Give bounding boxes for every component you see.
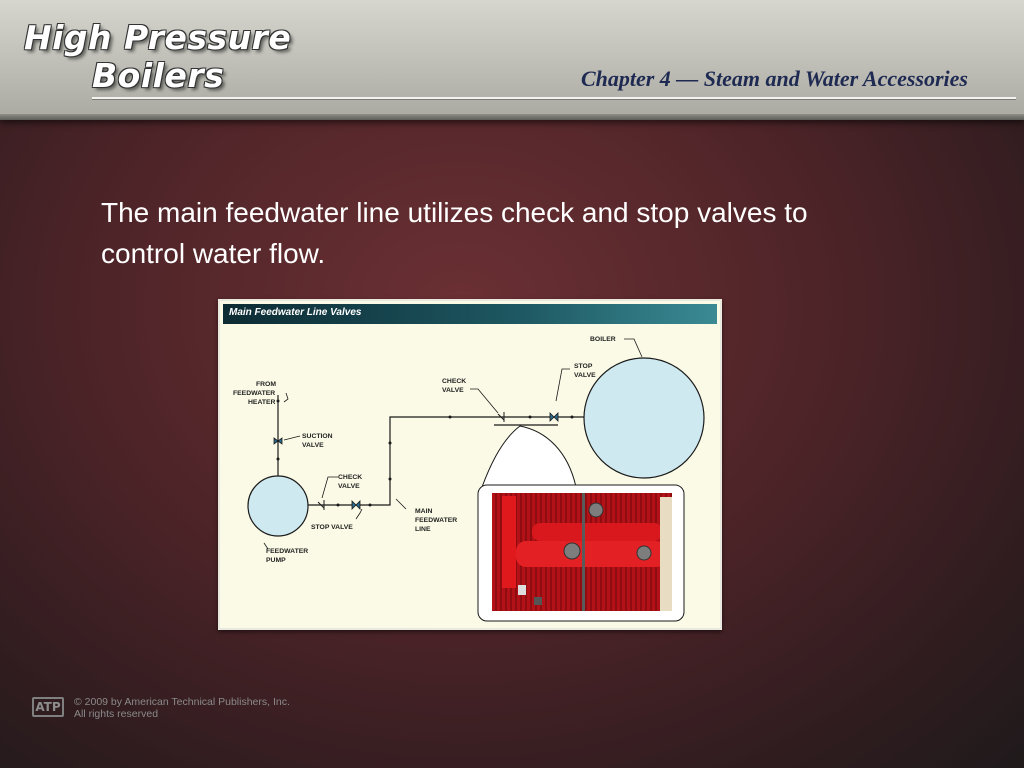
figure-title-bar: Main Feedwater Line Valves [223, 304, 717, 324]
label-check-valve-low-2: VALVE [338, 483, 360, 490]
main-feedwater-pipe [308, 416, 584, 506]
label-check-valve-top-1: CHECK [442, 378, 466, 385]
label-main-line-1: MAIN [415, 508, 432, 515]
label-stop-valve-top-1: STOP [574, 363, 593, 370]
feedwater-figure: BOILER STOP VALVE CHECK VALVE FROM FEEDW… [218, 299, 722, 630]
boiler-vessel [583, 357, 705, 479]
feedwater-pump [247, 475, 309, 537]
pipe-junctions [276, 399, 574, 507]
logo-line-2: Boilers [92, 56, 225, 95]
stop-valve-low-icon [351, 500, 361, 510]
stop-valve-top-icon [549, 412, 559, 422]
slide-body-text: The main feedwater line utilizes check a… [101, 197, 808, 269]
label-suction-valve-2: VALVE [302, 442, 324, 449]
publisher-logo: ATP [32, 697, 64, 717]
check-valve-top-icon [497, 412, 505, 422]
label-main-line-2: FEEDWATER [415, 517, 457, 524]
label-boiler: BOILER [590, 336, 616, 343]
feedwater-diagram: BOILER STOP VALVE CHECK VALVE FROM FEEDW… [233, 336, 705, 622]
label-from-heater-3: HEATER [248, 399, 276, 406]
label-pump-2: PUMP [266, 557, 286, 564]
check-valve-low-icon [317, 500, 325, 510]
leader-lines [263, 338, 643, 550]
callout-tail [481, 425, 577, 488]
pipework [277, 395, 584, 506]
label-main-line-3: LINE [415, 526, 431, 533]
figure-title: Main Feedwater Line Valves [229, 307, 362, 318]
label-from-heater-2: FEEDWATER [233, 390, 275, 397]
label-check-valve-top-2: VALVE [442, 387, 464, 394]
chapter-title: Chapter 4 — Steam and Water Accessories [580, 66, 968, 91]
suction-valve-icon [273, 437, 283, 445]
label-from-heater-1: FROM [256, 381, 276, 388]
copyright-footer: © 2009 by American Technical Publishers,… [74, 696, 290, 720]
header-divider [92, 97, 1016, 99]
label-stop-valve-top-2: VALVE [574, 372, 596, 379]
rights-line: All rights reserved [74, 708, 159, 720]
label-stop-valve-low: STOP VALVE [311, 524, 353, 531]
label-check-valve-low-1: CHECK [338, 474, 362, 481]
label-suction-valve-1: SUCTION [302, 433, 333, 440]
valve-photo [492, 493, 672, 611]
label-pump-1: FEEDWATER [266, 548, 308, 555]
slide-header: High Pressure Boilers Chapter 4 — Steam … [0, 0, 1024, 120]
copyright-line: © 2009 by American Technical Publishers,… [74, 696, 290, 708]
logo-line-1: High Pressure [24, 18, 292, 57]
